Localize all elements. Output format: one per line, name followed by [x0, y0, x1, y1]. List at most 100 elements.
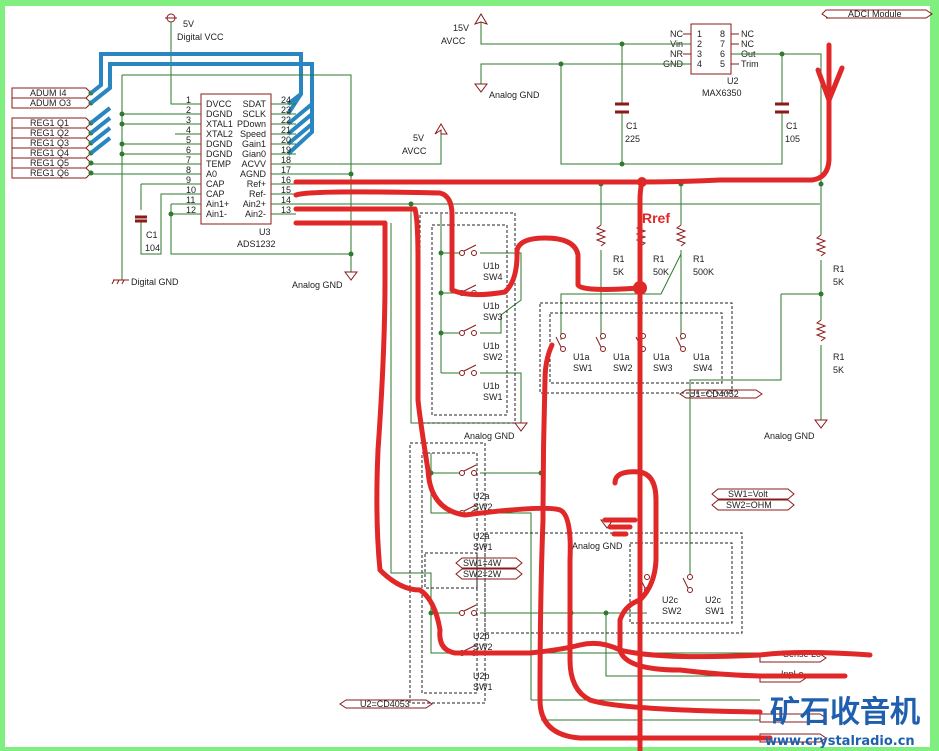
group-boxes: [409, 212, 743, 704]
switch-name-label: SW3: [653, 363, 673, 373]
digital-ground-icon: [111, 279, 129, 285]
watermark-url: www.crystalradio.cn: [765, 734, 915, 749]
resistor-icon: [815, 319, 827, 342]
pin-number: 8: [186, 165, 191, 175]
analog-gnd-label: Analog GND: [464, 431, 515, 441]
resistor-ref: R1: [693, 254, 705, 264]
ohm-note: SW2=OHM: [726, 500, 772, 510]
switch-name-label: SW1: [483, 392, 503, 402]
pin-name: Ain2+: [243, 199, 266, 209]
junction-dot: [88, 170, 94, 176]
u2-part: MAX6350: [702, 88, 742, 98]
u2-ref: U2: [727, 76, 739, 86]
resistor-value: 50K: [653, 267, 669, 277]
pin-name: DGND: [206, 139, 233, 149]
pin-number: 19: [281, 145, 291, 155]
pin-name: Ref-: [249, 189, 266, 199]
net-label-box: [11, 127, 92, 139]
analog-ground-icon: [514, 422, 528, 432]
net-label: REG1 Q5: [30, 158, 69, 168]
pin-number: 3: [186, 115, 191, 125]
pin-name: TEMP: [206, 159, 231, 169]
switch-unit-label: U2a: [473, 491, 490, 501]
avcc-15v-icon: [473, 13, 489, 25]
pin-name: Trim: [741, 59, 759, 69]
cap-ref: C1: [146, 230, 158, 240]
resistor-icon: [595, 224, 607, 247]
4w-note: SW1=4W: [463, 558, 502, 568]
resistor-ref: R1: [613, 254, 625, 264]
analog-ground-icon: [474, 83, 488, 93]
switch-unit-label: U1a: [653, 352, 670, 362]
pin-number: 6: [186, 145, 191, 155]
avcc5-voltage: 5V: [413, 133, 424, 143]
pin-number: 2: [186, 105, 191, 115]
pin-number: 24: [281, 95, 291, 105]
analog-ground-icon: [344, 271, 358, 281]
pin-name: NC: [741, 39, 754, 49]
switch-icon: [459, 330, 465, 336]
cap-ref: C1: [786, 121, 798, 131]
pin-name: A0: [206, 169, 217, 179]
junction-dot: [88, 160, 94, 166]
pin-name: XTAL2: [206, 129, 233, 139]
switch-name-label: SW1: [573, 363, 593, 373]
pin-name: NR: [670, 49, 683, 59]
digital-vcc-symbol: 5V Digital VCC: [165, 13, 224, 105]
pin-name: DGND: [206, 109, 233, 119]
digital-gnd-label: Digital GND: [131, 277, 179, 287]
net-label: REG1 Q4: [30, 148, 69, 158]
pin-name: DVCC: [206, 99, 232, 109]
pin-number: 5: [720, 59, 725, 69]
switch-name-label: SW1: [705, 606, 725, 616]
rref-node-dot: [633, 281, 647, 295]
switch-name-label: SW2: [483, 352, 503, 362]
net-label: ADUM I4: [30, 88, 67, 98]
pin-number: 22: [281, 115, 291, 125]
switch-icon: [459, 370, 465, 376]
cap-value: 105: [785, 134, 800, 144]
pin-name: AGND: [240, 169, 267, 179]
pin-name: Gian0: [242, 149, 266, 159]
switch-icon: [644, 574, 650, 580]
u2-note: U2=CD4053: [360, 699, 410, 709]
switch-icon: [687, 574, 693, 580]
analog-gnd-label: Analog GND: [489, 90, 540, 100]
resistor-value: 5K: [833, 277, 844, 287]
switch-name-label: SW3: [483, 312, 503, 322]
pin-name: Speed: [240, 129, 266, 139]
resistor-ref: R1: [653, 254, 665, 264]
pin-number: 1: [186, 95, 191, 105]
net-label-box: [11, 167, 92, 179]
pin-name: XTAL1: [206, 119, 233, 129]
net-label-box: [11, 117, 92, 129]
pin-name: SCLK: [242, 109, 266, 119]
net-label-box: [11, 147, 92, 159]
pin-number: 1: [697, 29, 702, 39]
cap-value: 104: [145, 243, 160, 253]
pin-name: CAP: [206, 179, 225, 189]
net-label: ADUM O3: [30, 98, 71, 108]
pin-number: 8: [720, 29, 725, 39]
analog-ground-icon: [814, 419, 828, 429]
switch-icon: [459, 610, 465, 616]
pin-number: 23: [281, 105, 291, 115]
resistor-ref: R1: [833, 352, 845, 362]
net-label: REG1 Q6: [30, 168, 69, 178]
2w-note: SW2=2W: [463, 569, 502, 579]
net-label-box: [11, 87, 92, 99]
digital-bus: [89, 52, 314, 156]
switch-name-label: SW1: [473, 542, 493, 552]
pin-name: SDAT: [243, 99, 267, 109]
pin-name: Ain1-: [206, 209, 227, 219]
cap-value: 225: [625, 134, 640, 144]
net-label-box: [11, 97, 92, 109]
rref-annotation: Rref: [642, 210, 670, 226]
avcc-5v-icon: [434, 123, 448, 135]
pin-name: Ref+: [247, 179, 266, 189]
avcc15-label: AVCC: [441, 36, 466, 46]
switch-icon: [560, 333, 566, 339]
switch-name-label: SW2: [473, 642, 493, 652]
